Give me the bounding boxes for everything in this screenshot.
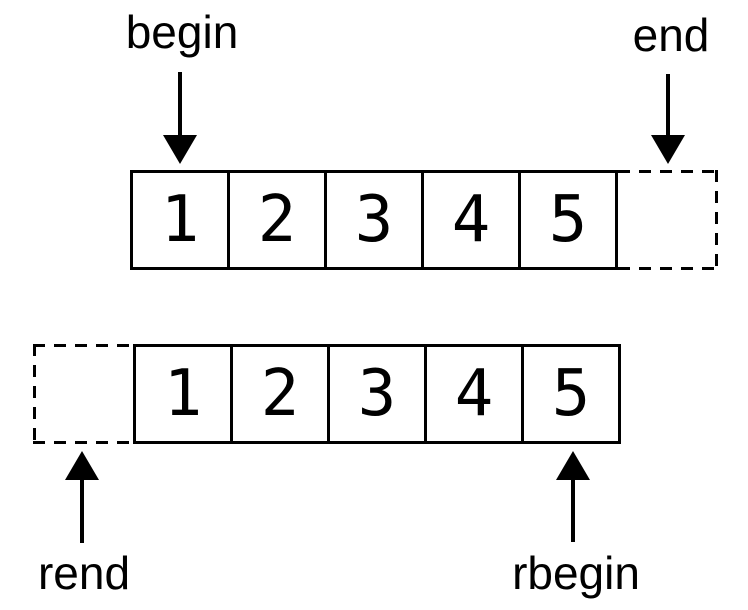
arrow-shaft [571,479,575,542]
begin-label: begin [125,6,239,58]
arrow-head-down-icon [163,135,197,164]
array-cell: 1 [133,344,233,444]
end-label: end [632,9,710,61]
rbegin-label: rbegin [512,547,640,599]
reverse-array: 1 2 3 4 5 [33,344,621,444]
arrow-head-down-icon [651,135,685,164]
array-cell: 2 [230,344,330,444]
array-cell: 1 [130,170,230,270]
array-cell: 4 [421,170,521,270]
before-the-beginning-cell [33,344,133,444]
arrow-shaft [178,72,182,136]
array-cell: 5 [518,170,618,270]
arrow-shaft [666,74,670,136]
array-cell: 5 [521,344,621,444]
array-cell: 3 [327,344,427,444]
arrow-head-up-icon [65,451,99,480]
arrow-head-up-icon [556,451,590,480]
arrow-shaft [80,479,84,543]
array-cell: 4 [424,344,524,444]
array-cell: 2 [227,170,327,270]
array-cell: 3 [324,170,424,270]
past-the-end-cell [618,170,718,270]
forward-array: 1 2 3 4 5 [130,170,718,270]
rend-label: rend [37,547,131,599]
